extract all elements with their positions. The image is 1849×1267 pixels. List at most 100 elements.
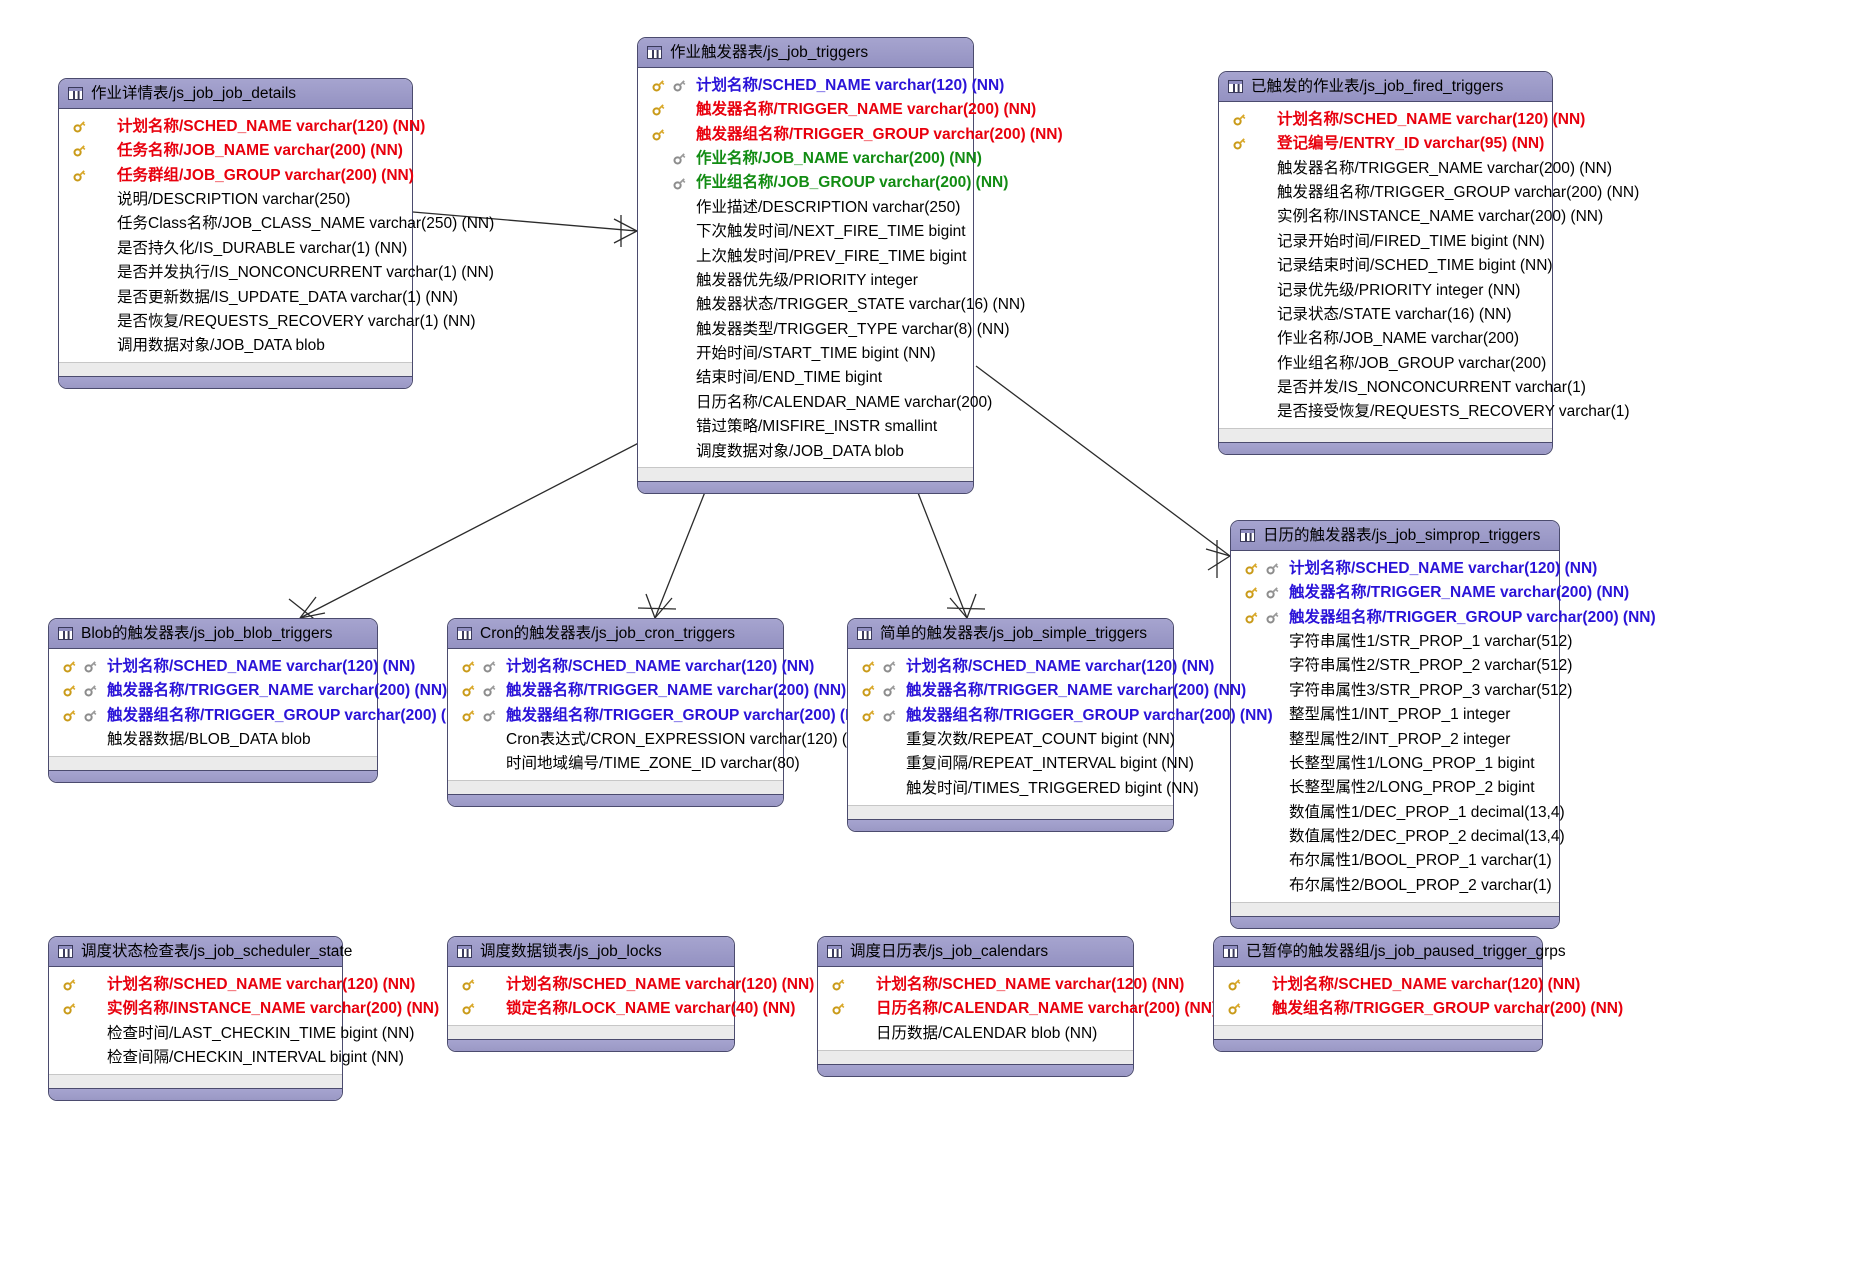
entity-fired_triggers[interactable]: 已触发的作业表/js_job_fired_triggers 计划名称/SCHED_… <box>1218 71 1639 456</box>
field-row[interactable]: Cron表达式/CRON_EXPRESSION varchar(120) (NN… <box>448 728 875 752</box>
field-row[interactable]: 整型属性1/INT_PROP_1 integer <box>1231 703 1559 727</box>
field-row[interactable]: 计划名称/SCHED_NAME varchar(120) (NN) <box>49 972 415 996</box>
field-row[interactable]: 触发器类型/TRIGGER_TYPE varchar(8) (NN) <box>638 317 1009 341</box>
entity-header-cron_triggers[interactable]: Cron的触发器表/js_job_cron_triggers <box>448 619 783 650</box>
field-row[interactable]: 任务名称/JOB_NAME varchar(200) (NN) <box>59 139 412 163</box>
entity-header-locks[interactable]: 调度数据锁表/js_job_locks <box>448 937 734 968</box>
field-row[interactable]: 是否并发执行/IS_NONCONCURRENT varchar(1) (NN) <box>59 261 494 285</box>
field-row[interactable]: 计划名称/SCHED_NAME varchar(120) (NN) <box>49 654 415 678</box>
field-row[interactable]: 重复间隔/REPEAT_INTERVAL bigint (NN) <box>848 752 1194 776</box>
field-row[interactable]: 重复次数/REPEAT_COUNT bigint (NN) <box>848 728 1175 752</box>
field-row[interactable]: 是否并发/IS_NONCONCURRENT varchar(1) <box>1219 376 1586 400</box>
field-row[interactable]: 布尔属性1/BOOL_PROP_1 varchar(1) <box>1231 849 1559 873</box>
field-row[interactable]: 作业描述/DESCRIPTION varchar(250) <box>638 195 973 219</box>
field-row[interactable]: 记录结束时间/SCHED_TIME bigint (NN) <box>1219 254 1553 278</box>
field-row[interactable]: 时间地域编号/TIME_ZONE_ID varchar(80) <box>448 752 800 776</box>
field-row[interactable]: 下次触发时间/NEXT_FIRE_TIME bigint <box>638 220 973 244</box>
field-row[interactable]: 触发器名称/TRIGGER_NAME varchar(200) (NN) <box>448 679 846 703</box>
field-row[interactable]: 整型属性2/INT_PROP_2 integer <box>1231 727 1559 751</box>
entity-header-job_triggers[interactable]: 作业触发器表/js_job_triggers <box>638 38 973 69</box>
field-row[interactable]: 长整型属性2/LONG_PROP_2 bigint <box>1231 776 1559 800</box>
field-row[interactable]: 计划名称/SCHED_NAME varchar(120) (NN) <box>638 73 1004 97</box>
field-row[interactable]: 触发器组名称/TRIGGER_GROUP varchar(200) (NN) <box>848 703 1273 727</box>
field-row[interactable]: 是否恢复/REQUESTS_RECOVERY varchar(1) (NN) <box>59 309 476 333</box>
field-row[interactable]: 登记编号/ENTRY_ID varchar(95) (NN) <box>1219 132 1552 156</box>
entity-blob_triggers[interactable]: Blob的触发器表/js_job_blob_triggers 计划名称/SCHED… <box>48 618 474 783</box>
field-row[interactable]: 触发器数据/BLOB_DATA blob <box>49 728 377 752</box>
field-row[interactable]: 触发器组名称/TRIGGER_GROUP varchar(200) (NN) <box>1219 181 1639 205</box>
field-row[interactable]: 触发器名称/TRIGGER_NAME varchar(200) (NN) <box>49 679 447 703</box>
field-row[interactable]: 触发器组名称/TRIGGER_GROUP varchar(200) (NN) <box>638 122 1063 146</box>
field-row[interactable]: 计划名称/SCHED_NAME varchar(120) (NN) <box>818 972 1184 996</box>
entity-header-simprop_triggers[interactable]: 日历的触发器表/js_job_simprop_triggers <box>1231 521 1559 552</box>
field-row[interactable]: 触发器组名称/TRIGGER_GROUP varchar(200) (NN) <box>448 703 873 727</box>
entity-simprop_triggers[interactable]: 日历的触发器表/js_job_simprop_triggers 计划名称/SCHE… <box>1230 520 1656 929</box>
field-row[interactable]: 数值属性2/DEC_PROP_2 decimal(13,4) <box>1231 825 1565 849</box>
field-row[interactable]: 开始时间/START_TIME bigint (NN) <box>638 342 973 366</box>
field-row[interactable]: 作业名称/JOB_NAME varchar(200) (NN) <box>638 147 982 171</box>
field-row[interactable]: 锁定名称/LOCK_NAME varchar(40) (NN) <box>448 997 795 1021</box>
field-row[interactable]: 作业名称/JOB_NAME varchar(200) <box>1219 327 1552 351</box>
field-row[interactable]: 计划名称/SCHED_NAME varchar(120) (NN) <box>448 654 814 678</box>
field-row[interactable]: 日历数据/CALENDAR blob (NN) <box>818 1021 1133 1045</box>
field-row[interactable]: 计划名称/SCHED_NAME varchar(120) (NN) <box>59 114 425 138</box>
entity-job_triggers[interactable]: 作业触发器表/js_job_triggers 计划名称/SCHED_NAME va… <box>637 37 1063 495</box>
entity-simple_triggers[interactable]: 简单的触发器表/js_job_simple_triggers 计划名称/SCHED… <box>847 618 1273 832</box>
entity-header-calendars[interactable]: 调度日历表/js_job_calendars <box>818 937 1133 968</box>
field-row[interactable]: 检查间隔/CHECKIN_INTERVAL bigint (NN) <box>49 1046 404 1070</box>
field-row[interactable]: 实例名称/INSTANCE_NAME varchar(200) (NN) <box>49 997 439 1021</box>
field-row[interactable]: 上次触发时间/PREV_FIRE_TIME bigint <box>638 244 973 268</box>
field-row[interactable]: 触发组名称/TRIGGER_GROUP varchar(200) (NN) <box>1214 997 1623 1021</box>
field-row[interactable]: 布尔属性2/BOOL_PROP_2 varchar(1) <box>1231 873 1559 897</box>
entity-cron_triggers[interactable]: Cron的触发器表/js_job_cron_triggers 计划名称/SCHED… <box>447 618 875 808</box>
field-row[interactable]: 触发器名称/TRIGGER_NAME varchar(200) (NN) <box>848 679 1246 703</box>
entity-locks[interactable]: 调度数据锁表/js_job_locks 计划名称/SCHED_NAME varch… <box>447 936 814 1053</box>
field-row[interactable]: 错过策略/MISFIRE_INSTR smallint <box>638 415 973 439</box>
entity-header-scheduler_state[interactable]: 调度状态检查表/js_job_scheduler_state <box>49 937 352 968</box>
field-row[interactable]: 作业组名称/JOB_GROUP varchar(200) <box>1219 351 1552 375</box>
field-row[interactable]: 日历名称/CALENDAR_NAME varchar(200) (NN) <box>818 997 1217 1021</box>
field-row[interactable]: 任务Class名称/JOB_CLASS_NAME varchar(250) (N… <box>59 212 494 236</box>
field-row[interactable]: 触发器名称/TRIGGER_NAME varchar(200) (NN) <box>1219 156 1612 180</box>
field-row[interactable]: 是否更新数据/IS_UPDATE_DATA varchar(1) (NN) <box>59 285 458 309</box>
entity-paused_trigger_grps[interactable]: 已暂停的触发器组/js_job_paused_trigger_grps 计划名称/… <box>1213 936 1623 1053</box>
field-row[interactable]: 结束时间/END_TIME bigint <box>638 366 973 390</box>
entity-header-simple_triggers[interactable]: 简单的触发器表/js_job_simple_triggers <box>848 619 1173 650</box>
field-row[interactable]: 记录状态/STATE varchar(16) (NN) <box>1219 302 1552 326</box>
field-row[interactable]: 检查时间/LAST_CHECKIN_TIME bigint (NN) <box>49 1021 414 1045</box>
field-row[interactable]: 长整型属性1/LONG_PROP_1 bigint <box>1231 751 1559 775</box>
field-row[interactable]: 字符串属性1/STR_PROP_1 varchar(512) <box>1231 630 1572 654</box>
field-row[interactable]: 触发器状态/TRIGGER_STATE varchar(16) (NN) <box>638 293 1025 317</box>
field-row[interactable]: 计划名称/SCHED_NAME varchar(120) (NN) <box>1231 556 1597 580</box>
field-row[interactable]: 实例名称/INSTANCE_NAME varchar(200) (NN) <box>1219 205 1603 229</box>
field-row[interactable]: 任务群组/JOB_GROUP varchar(200) (NN) <box>59 163 414 187</box>
field-row[interactable]: 是否接受恢复/REQUESTS_RECOVERY varchar(1) <box>1219 400 1630 424</box>
entity-header-job_details[interactable]: 作业详情表/js_job_job_details <box>59 79 412 110</box>
field-row[interactable]: 日历名称/CALENDAR_NAME varchar(200) <box>638 390 992 414</box>
field-row[interactable]: 触发器名称/TRIGGER_NAME varchar(200) (NN) <box>1231 581 1629 605</box>
field-row[interactable]: 计划名称/SCHED_NAME varchar(120) (NN) <box>1219 107 1585 131</box>
field-row[interactable]: 触发器组名称/TRIGGER_GROUP varchar(200) (NN) <box>49 703 474 727</box>
field-row[interactable]: 触发器名称/TRIGGER_NAME varchar(200) (NN) <box>638 98 1036 122</box>
field-row[interactable]: 触发器组名称/TRIGGER_GROUP varchar(200) (NN) <box>1231 605 1656 629</box>
field-row[interactable]: 字符串属性3/STR_PROP_3 varchar(512) <box>1231 678 1572 702</box>
entity-header-paused_trigger_grps[interactable]: 已暂停的触发器组/js_job_paused_trigger_grps <box>1214 937 1566 968</box>
field-row[interactable]: 计划名称/SCHED_NAME varchar(120) (NN) <box>448 972 814 996</box>
entity-calendars[interactable]: 调度日历表/js_job_calendars 计划名称/SCHED_NAME va… <box>817 936 1217 1077</box>
field-row[interactable]: 作业组名称/JOB_GROUP varchar(200) (NN) <box>638 171 1008 195</box>
entity-header-fired_triggers[interactable]: 已触发的作业表/js_job_fired_triggers <box>1219 72 1552 103</box>
field-row[interactable]: 触发时间/TIMES_TRIGGERED bigint (NN) <box>848 776 1199 800</box>
field-row[interactable]: 触发器优先级/PRIORITY integer <box>638 268 973 292</box>
entity-job_details[interactable]: 作业详情表/js_job_job_details 计划名称/SCHED_NAME … <box>58 78 494 390</box>
field-row[interactable]: 记录优先级/PRIORITY integer (NN) <box>1219 278 1552 302</box>
field-row[interactable]: 记录开始时间/FIRED_TIME bigint (NN) <box>1219 229 1552 253</box>
field-row[interactable]: 数值属性1/DEC_PROP_1 decimal(13,4) <box>1231 800 1565 824</box>
field-row[interactable]: 计划名称/SCHED_NAME varchar(120) (NN) <box>1214 972 1580 996</box>
field-row[interactable]: 说明/DESCRIPTION varchar(250) <box>59 188 412 212</box>
field-row[interactable]: 计划名称/SCHED_NAME varchar(120) (NN) <box>848 654 1214 678</box>
field-row[interactable]: 字符串属性2/STR_PROP_2 varchar(512) <box>1231 654 1572 678</box>
field-row[interactable]: 调用数据对象/JOB_DATA blob <box>59 334 412 358</box>
field-row[interactable]: 调度数据对象/JOB_DATA blob <box>638 439 973 463</box>
entity-scheduler_state[interactable]: 调度状态检查表/js_job_scheduler_state 计划名称/SCHED… <box>48 936 439 1101</box>
entity-header-blob_triggers[interactable]: Blob的触发器表/js_job_blob_triggers <box>49 619 377 650</box>
